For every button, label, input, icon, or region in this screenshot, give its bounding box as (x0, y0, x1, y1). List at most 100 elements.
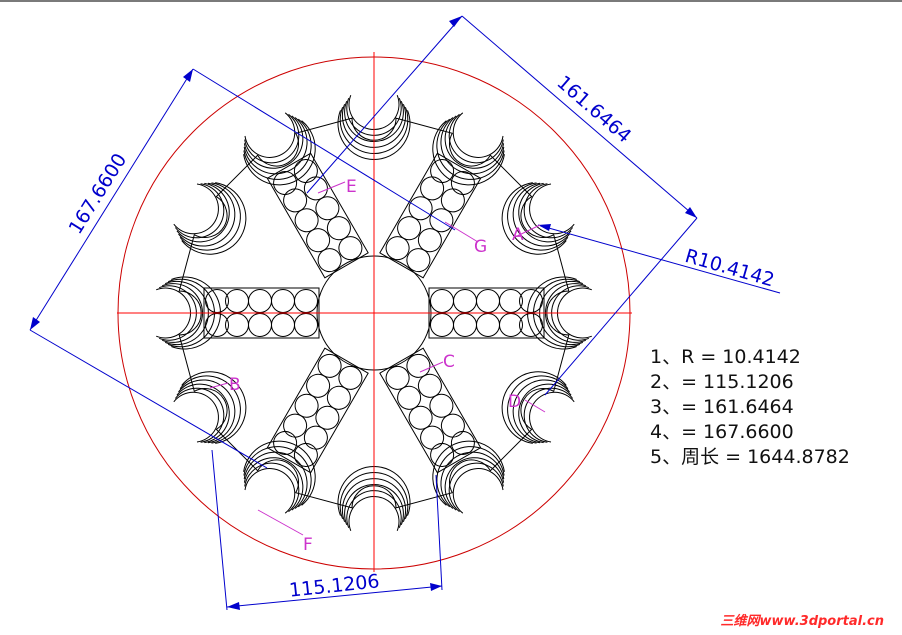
slot-circle (417, 228, 442, 253)
slot-circle (273, 171, 298, 196)
notch-arc (243, 440, 316, 506)
ext-line-161-a (306, 15, 463, 194)
arrow (430, 583, 442, 591)
notch-arc (176, 383, 230, 444)
notch-arc (243, 451, 308, 509)
ext-line-115-a (211, 449, 228, 611)
notch-arc (243, 118, 312, 180)
slot-circle (248, 289, 272, 313)
notch-arc (174, 183, 225, 239)
slot-group (379, 347, 482, 474)
dim-text-115: 115.1206 (288, 570, 380, 601)
slot-circle (293, 159, 318, 184)
notch-arc (512, 379, 570, 444)
slot-group (379, 152, 482, 279)
leader-g (444, 221, 479, 243)
slot-circle (338, 236, 363, 261)
slot-circle (283, 188, 308, 213)
notch-arc (179, 182, 241, 251)
leader-b (209, 382, 229, 389)
arrow (183, 69, 193, 82)
slot-circle (326, 385, 351, 410)
notch-arc (529, 391, 575, 443)
notch-arc (243, 457, 304, 511)
dim-line-161 (461, 15, 698, 219)
result-line-4: 4、= 167.6600 (650, 421, 794, 443)
slot-rect (379, 347, 482, 474)
notch-arc (243, 120, 316, 186)
slot-circle (306, 228, 331, 253)
slot-circle (440, 188, 465, 213)
notch-arc (179, 375, 241, 444)
leader-a (514, 224, 541, 238)
slot-circle (303, 425, 328, 450)
notch-arc (518, 182, 572, 243)
result-line-1: 1、R = 10.4142 (650, 346, 801, 368)
leader-f (257, 509, 304, 536)
slot-circle (397, 385, 422, 410)
notch-arc (523, 183, 574, 239)
slot-circle (294, 289, 318, 313)
arrow (227, 602, 240, 610)
ext-line-161-b (544, 217, 698, 396)
slot-circle (294, 393, 319, 418)
slot-circle (397, 216, 422, 241)
notch-arc (436, 446, 505, 508)
leader-d (524, 399, 546, 413)
notch-arc (243, 115, 304, 169)
notch-arc (173, 391, 219, 443)
slot-circle (476, 313, 500, 337)
notch-arc (501, 182, 567, 255)
dim-line-167 (29, 68, 194, 331)
slot-circle (306, 373, 331, 398)
notch-arc (444, 457, 505, 511)
slot-circle (385, 236, 410, 261)
notch-arc (452, 112, 504, 158)
window-top-border (0, 0, 902, 2)
radius-leader (537, 224, 781, 294)
slot-circle (450, 430, 475, 455)
slot-circle (429, 208, 454, 233)
dim-text-161: 161.6464 (553, 71, 636, 147)
leader-c (419, 361, 444, 373)
part-geometry (117, 52, 632, 572)
slot-circle (420, 176, 445, 201)
label-leaders (209, 181, 546, 536)
arrow (30, 317, 40, 330)
slot-circle (248, 313, 272, 337)
notch-arc (181, 182, 247, 255)
label-g: G (474, 237, 487, 257)
slot-circle (417, 373, 442, 398)
slot-circle (317, 353, 342, 378)
slot-circle (293, 442, 318, 467)
arrow (685, 207, 697, 218)
notch-arc (501, 371, 567, 444)
notch-arc (432, 440, 505, 506)
slot-circle (271, 289, 295, 313)
slot-group (266, 152, 369, 279)
notch-arc (178, 182, 236, 247)
ext-line-167-a (192, 68, 456, 231)
slot-circle (385, 365, 410, 390)
dim-text-radius: R10.4142 (683, 245, 777, 291)
slot-circle (420, 425, 445, 450)
label-f: F (303, 535, 313, 555)
notch-arc (244, 468, 296, 514)
slot-circle (453, 313, 477, 337)
notch-arc (512, 182, 570, 247)
slot-circle (338, 365, 363, 390)
slot-circle (303, 176, 328, 201)
notch-arc (432, 120, 505, 186)
notch-arc (518, 383, 572, 444)
result-line-3: 3、= 161.6464 (650, 396, 794, 418)
slot-circle (271, 313, 295, 337)
notch-arc (448, 113, 504, 164)
body-outline (178, 117, 570, 509)
slot-circle (429, 393, 454, 418)
notch-arc (444, 115, 505, 169)
slot-circle (406, 353, 431, 378)
dim-text-167: 167.6600 (65, 150, 132, 239)
leader-e (317, 181, 346, 194)
slot-circle (430, 159, 455, 184)
